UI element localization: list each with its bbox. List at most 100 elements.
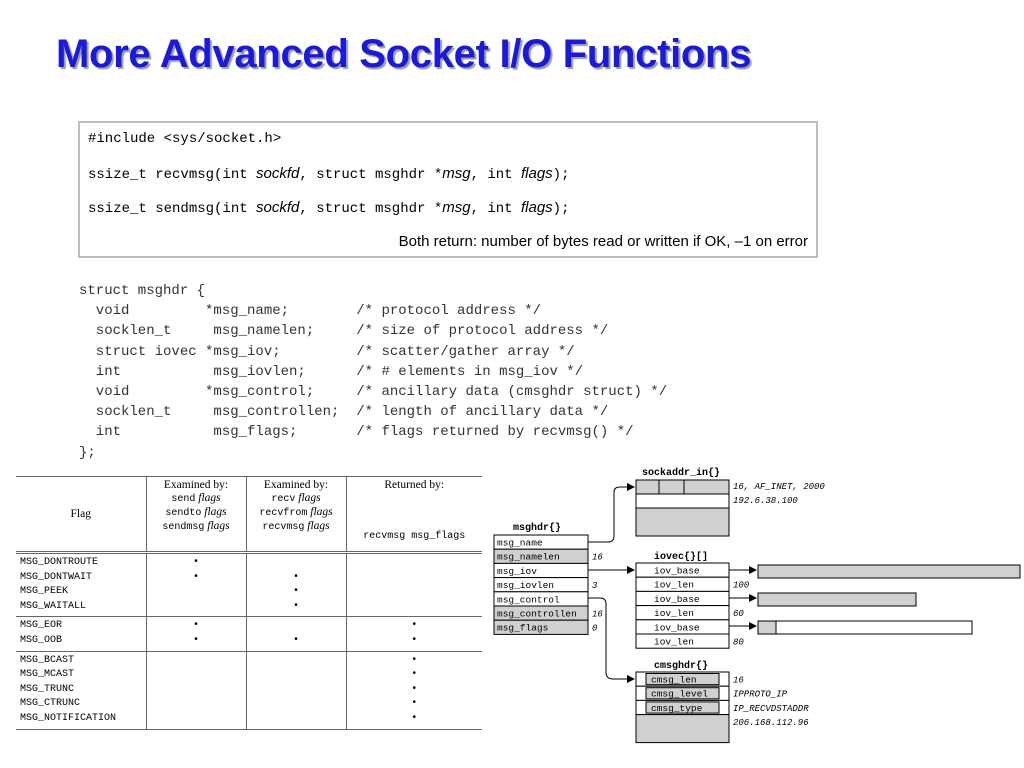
send-marks [145,651,246,730]
header-fn: recvfrom [259,508,308,519]
sendmsg-prototype: ssize_t sendmsg(int sockfd, struct msghd… [88,199,569,217]
header-arg: flags [198,492,221,504]
msghdr-value: 0 [592,624,598,634]
bullet-mark: • [192,557,199,568]
returned-marks: ••••• [345,651,482,730]
sockaddr-row [635,507,730,537]
flag-name: MSG_BCAST [20,654,75,666]
flag-name: MSG_DONTROUTE [20,557,99,568]
header-label: Examined by: [263,479,329,491]
cmsghdr-value: 206.168.112.96 [733,718,809,728]
sendmsg-arg-msg: msg [442,199,471,216]
send-marks: •• [145,616,246,652]
cmsghdr-field: cmsg_len [651,675,697,686]
msghdr-value: 16 [592,610,603,620]
bullet-mark: • [192,571,199,583]
return-note: Both return: number of bytes read or wri… [398,233,808,250]
buffer-2 [757,592,917,607]
sockaddr-row [635,493,730,509]
bullet-mark: • [292,634,299,646]
header-label: Returned by: [384,479,445,491]
code-line: struct iovec *msg_iov; /* scatter/gather… [79,343,575,360]
flag-name: MSG_CTRUNC [20,698,81,710]
iovec-value: 100 [733,581,750,591]
iovec-value: 60 [733,609,744,619]
flag-table: Flag Examined by: send flags sendto flag… [16,476,482,730]
header-arg: flags [310,506,333,518]
recvmsg-mid: , struct msghdr * [299,167,443,183]
msghdr-field: msg_flags [497,623,548,634]
bullet-mark: • [411,712,418,724]
header-arg: flags [298,492,321,504]
recv-marks: • [245,616,346,652]
recv-marks [245,651,346,730]
header-arg: flags [207,520,230,532]
bullet-mark: • [292,586,299,598]
header-fn: recvmsg [262,522,305,533]
header-arg: flags [204,506,227,518]
bullet-mark: • [292,600,299,612]
msghdr-title: msghdr{} [513,522,561,534]
bullet-mark: • [192,620,199,632]
code-line: struct msghdr { [79,283,206,299]
cmsghdr-field-box [645,673,720,686]
bullet-mark: • [411,669,418,681]
sockaddr-title: sockaddr_in{} [642,467,720,479]
returned-marks [345,551,482,618]
arrow-to-sockaddr [588,483,635,543]
msghdr-field: msg_iov [497,566,537,577]
header-fn: recvmsg msg_flags [363,531,466,542]
send-marks: •• [145,551,246,618]
bullet-mark: • [411,654,418,666]
sendmsg-mid2: , int [470,201,521,217]
sockaddr-value: 192.6.38.100 [733,496,798,506]
recvmsg-arg-sockfd: sockfd [256,165,300,182]
cmsghdr-field: cmsg_type [651,703,703,714]
sendmsg-mid: , struct msghdr * [299,201,443,217]
buffer-1 [757,564,1021,579]
examined-by-send-header: Examined by: send flags sendto flags sen… [145,476,246,554]
cmsghdr-field: cmsg_level [651,689,708,700]
msghdr-field: msg_controllen [497,609,577,620]
include-line: #include <sys/socket.h> [88,131,282,147]
cmsghdr-field-box [645,701,720,714]
code-line: void *msg_name; /* protocol address */ [79,303,542,320]
cmsghdr-value: IPPROTO_IP [733,690,788,700]
iovec-field: iov_base [654,594,700,605]
returned-marks: •• [345,616,482,652]
msghdr-field: msg_iovlen [497,580,554,591]
prototype-box: #include <sys/socket.h> ssize_t recvmsg(… [78,121,818,258]
cmsghdr-value: IP_RECVDSTADDR [733,704,809,714]
recvmsg-mid2: , int [470,167,521,183]
flag-name: MSG_MCAST [20,669,75,681]
cmsghdr-field-box [645,687,720,700]
code-line: socklen_t msg_controllen; /* length of a… [79,404,609,421]
flag-name: MSG_TRUNC [20,683,75,695]
flag-name: MSG_PEEK [20,586,69,598]
iovec-field: iov_base [654,622,700,633]
recvmsg-ret: ssize_t recvmsg(int [88,167,257,183]
header-label: Examined by: [163,479,229,491]
slide-title: More Advanced Socket I/O Functions [56,32,752,76]
msghdr-value: 3 [592,581,598,591]
msghdr-row [493,619,589,635]
arrow-to-cmsghdr [588,597,635,683]
flag-name: MSG_WAITALL [20,600,87,612]
header-fn: send [171,494,196,505]
iovec-value: 80 [733,638,744,648]
code-line: }; [79,444,96,461]
flag-header: Flag [16,476,146,554]
iovec-row [635,633,730,649]
struct-msghdr-code: struct msghdr { void *msg_name; /* proto… [79,281,667,463]
msghdr-field: msg_namelen [497,552,560,563]
examined-by-recv-header: Examined by: recv flags recvfrom flags r… [245,476,346,554]
recv-marks: ••• [245,551,346,618]
cmsghdr-data [635,714,730,744]
sendmsg-end: ); [552,201,570,217]
code-line: socklen_t msg_namelen; /* size of protoc… [79,323,609,340]
code-line: int msg_iovlen; /* # elements in msg_iov… [79,363,584,380]
